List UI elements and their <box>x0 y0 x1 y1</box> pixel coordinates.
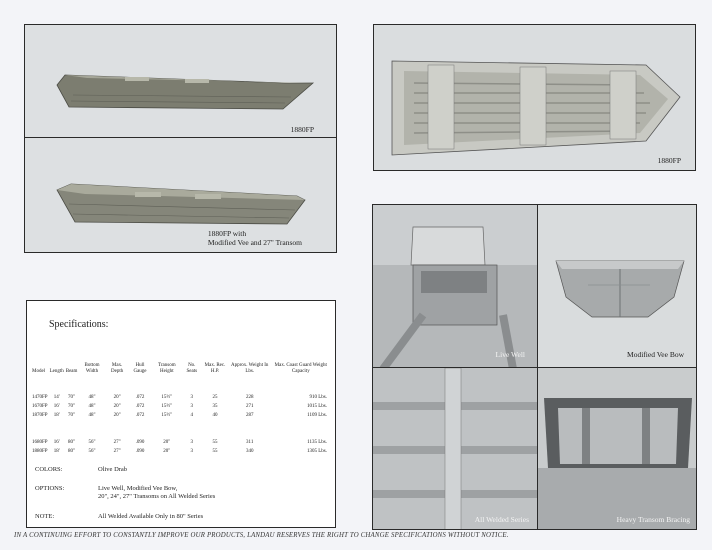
caption-all-welded: All Welded Series <box>474 515 529 524</box>
options-label: OPTIONS: <box>35 485 65 492</box>
col-max-depth: Max. Depth <box>111 362 124 374</box>
live-well-illustration <box>373 226 537 367</box>
colors-row: COLORS: Olive Drab <box>35 466 335 476</box>
caption-side-2: 1880FP with Modified Vee and 27" Transom <box>207 229 302 247</box>
boat-vee-illustration <box>56 183 306 225</box>
photo-live-well: Live Well <box>372 204 538 368</box>
spec-title: Specifications: <box>49 319 109 330</box>
col-capacity: Max. Coast Guard Weight Capacity <box>274 362 327 374</box>
colors-label: COLORS: <box>35 466 63 473</box>
specifications-box: Specifications: Model Length Beam Bottom… <box>26 300 336 528</box>
caption-transom: Heavy Transom Bracing <box>616 515 690 524</box>
col-bottom-width: Bottom Width <box>84 362 100 374</box>
boat-top-illustration <box>391 60 681 156</box>
caption-vee-bow: Modified Vee Bow <box>627 350 684 359</box>
options-value: Live Well, Modified Vee Bow, 20", 24", 2… <box>98 485 216 501</box>
transom-illustration <box>538 398 696 529</box>
col-max-hp: Max. Rec. H.P. <box>204 362 226 374</box>
photo-transom-bracing: Heavy Transom Bracing <box>537 367 697 530</box>
caption-live-well: Live Well <box>495 350 525 359</box>
spec-header-row: Model Length Beam Bottom Width Max. Dept… <box>31 343 331 375</box>
boat-side-illustration <box>56 74 315 110</box>
note-row: NOTE: All Welded Available Only in 80" S… <box>35 513 335 523</box>
options-row: OPTIONS: Live Well, Modified Vee Bow, 20… <box>35 485 335 505</box>
caption-top-view: 1880FP <box>657 156 681 165</box>
col-model: Model <box>32 368 46 374</box>
footer-disclaimer: IN A CONTINUING EFFORT TO CONSTANTLY IMP… <box>14 532 509 539</box>
col-seats: No. Seats <box>186 362 198 374</box>
note-label: NOTE: <box>35 513 55 520</box>
note-value: All Welded Available Only in 80" Series <box>98 513 204 520</box>
col-transom-height: Transom Height <box>157 362 176 374</box>
welded-illustration <box>373 368 537 529</box>
photo-boat-vee-transom: 1880FP with Modified Vee and 27" Transom <box>24 137 337 253</box>
spec-table: Model Length Beam Bottom Width Max. Dept… <box>31 343 331 456</box>
col-weight: Approx. Weight In Lbs. <box>230 362 269 374</box>
col-hull-gauge: Hull Gauge <box>133 362 147 374</box>
photo-boat-top-view: 1880FP <box>373 24 696 171</box>
col-beam: Beam <box>65 368 78 374</box>
photo-modified-vee-bow: Modified Vee Bow <box>537 204 697 368</box>
photo-boat-side: 1880FP <box>24 24 337 138</box>
vee-bow-illustration <box>555 260 685 318</box>
col-length: Length <box>49 368 64 374</box>
spacer-row <box>31 375 331 393</box>
caption-side-1: 1880FP <box>290 125 314 134</box>
colors-value: Olive Drab <box>98 466 128 473</box>
photo-all-welded: All Welded Series <box>372 367 538 530</box>
spacer-row <box>31 420 331 438</box>
